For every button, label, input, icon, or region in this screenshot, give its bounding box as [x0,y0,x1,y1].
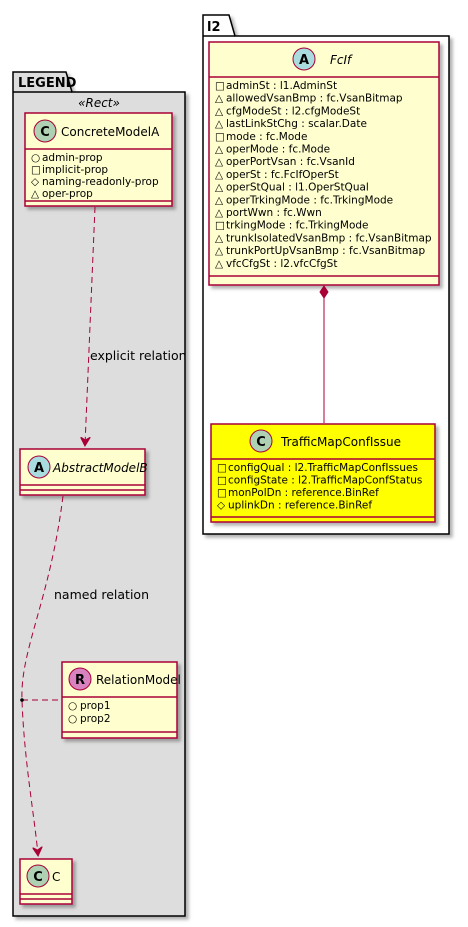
attribute: trunkIsolatedVsanBmp : fc.VsanBitmap [226,232,432,244]
attribute: lastLinkStChg : scalar.Date [226,118,367,130]
attribute: admin-prop [42,152,103,164]
attribute: implicit-prop [42,164,108,176]
attribute: allowedVsanBmp : fc.VsanBitmap [226,93,403,105]
class-kind-icon [249,429,273,453]
class-name: FcIf [330,53,353,67]
class-kind-icon [26,864,50,888]
package-visibility-icon: △ [215,207,224,219]
attribute-list: ○ admin-prop □ implicit-prop ◇ naming-re… [31,152,159,200]
package-visibility-icon: △ [215,93,224,105]
class-kind-icon [68,667,92,691]
private-visibility-icon: □ [217,462,227,474]
package-visibility-icon: △ [215,232,224,244]
package-visibility-icon: △ [215,245,224,257]
explicit-relation-label: explicit relation [90,348,187,363]
class-traffic-map-conf-issue[interactable]: C TrafficMapConfIssue □configQual : l2.T… [210,423,436,523]
package-visibility-icon: △ [215,144,224,156]
protected-visibility-icon: ◇ [31,176,40,188]
attribute-list: □adminSt : l1.AdminSt△allowedVsanBmp : f… [215,80,432,270]
package-visibility-icon: △ [215,156,224,168]
attribute: portWwn : fc.Wwn [226,207,322,219]
attribute: cfgModeSt : l2.cfgModeSt [226,105,360,117]
attribute: prop1 [80,700,111,712]
attribute: trkingMode : fc.TrkingMode [226,220,369,232]
association-point [20,698,24,702]
attribute-list: □configQual : l2.TrafficMapConfIssues□co… [217,462,422,512]
class-kind-letter: C [33,870,43,885]
class-abstract-model-b[interactable]: A AbstractModelB [19,448,148,496]
package-visibility-icon: △ [31,188,40,200]
class-kind-letter: A [34,461,44,476]
named-relation-label: named relation [54,587,149,602]
l2-title: l2 [207,20,221,35]
private-visibility-icon: □ [215,131,225,143]
attribute: oper-prop [42,188,93,200]
private-visibility-icon: □ [217,487,227,499]
attribute: operMode : fc.Mode [226,144,330,156]
private-visibility-icon: □ [217,475,227,487]
class-kind-icon [33,119,57,143]
attribute: adminSt : l1.AdminSt [226,80,337,92]
attribute: operStQual : l1.OperStQual [226,182,369,194]
class-kind-letter: C [40,125,50,140]
attribute: mode : fc.Mode [226,131,307,143]
legend-stereotype: «Rect» [78,96,120,110]
package-visibility-icon: △ [215,182,224,194]
public-visibility-icon: ○ [68,713,77,725]
class-relation-model[interactable]: R RelationModel ○ prop1 ○ prop2 [61,661,181,739]
composition-edge [319,285,329,423]
composition-diamond [319,285,329,299]
class-kind-letter: R [75,673,85,688]
class-name: ConcreteModelA [61,125,160,139]
package-visibility-icon: △ [215,105,224,117]
private-visibility-icon: □ [31,164,41,176]
package-visibility-icon: △ [215,169,224,181]
explicit-relation-edge: explicit relation [85,206,187,445]
attribute: operSt : fc.FcIfOperSt [226,169,339,181]
class-concrete-model-a[interactable]: C ConcreteModelA ○ admin-prop □ implicit… [24,112,173,207]
public-visibility-icon: ○ [68,700,77,712]
class-name: TrafficMapConfIssue [280,435,401,449]
class-fcif[interactable]: A FcIf □adminSt : l1.AdminSt△allowedVsan… [208,41,440,286]
named-relation-edge: named relation [20,495,149,855]
class-kind-letter: A [299,53,309,68]
attribute: prop2 [80,713,111,725]
public-visibility-icon: ○ [31,152,40,164]
attribute: vfcCfgSt : l2.vfcCfgSt [226,258,337,270]
class-kind-icon [292,47,316,71]
class-kind-letter: C [256,435,266,450]
private-visibility-icon: □ [215,80,225,92]
attribute-list: ○ prop1 ○ prop2 [68,700,111,725]
class-c[interactable]: C C [19,858,73,905]
attribute: uplinkDn : reference.BinRef [228,500,372,512]
attribute: operTrkingMode : fc.TrkingMode [226,194,393,206]
package-visibility-icon: △ [215,258,224,270]
attribute: trunkPortUpVsanBmp : fc.VsanBitmap [226,245,425,257]
class-kind-icon [27,455,51,479]
attribute: configQual : l2.TrafficMapConfIssues [228,462,418,474]
attribute: monPolDn : reference.BinRef [228,487,379,499]
legend-title: LEGEND [18,76,77,91]
private-visibility-icon: □ [215,220,225,232]
package-visibility-icon: △ [215,194,224,206]
protected-visibility-icon: ◇ [217,500,226,512]
attribute: operPortVsan : fc.VsanId [226,156,355,168]
attribute: naming-readonly-prop [42,176,159,188]
class-name: RelationModel [96,673,181,687]
class-name: C [52,870,60,884]
class-name: AbstractModelB [52,461,148,475]
package-visibility-icon: △ [215,118,224,130]
attribute: configState : l2.TrafficMapConfStatus [228,475,422,487]
